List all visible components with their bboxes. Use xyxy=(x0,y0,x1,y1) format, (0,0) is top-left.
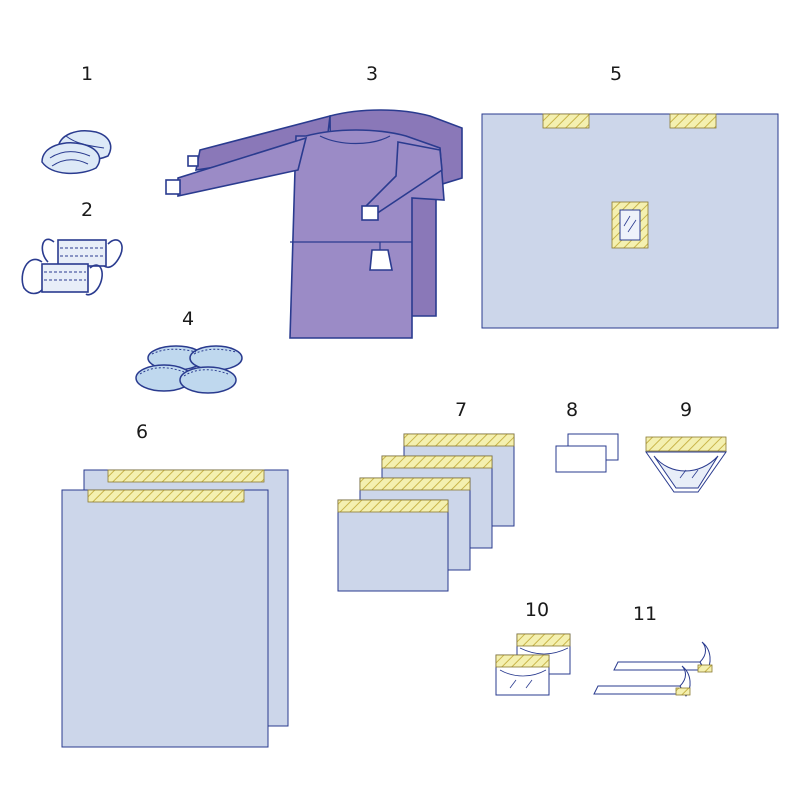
towel-icon xyxy=(555,433,619,473)
item-number-9: 9 xyxy=(680,399,692,421)
fluid-pouch-icon xyxy=(645,436,727,493)
item-number-4: 4 xyxy=(182,308,194,330)
adhesive-drape-stack-icon xyxy=(337,433,515,592)
item-number-5: 5 xyxy=(610,63,622,85)
fenestrated-drape-icon xyxy=(481,113,779,329)
face-mask-icon xyxy=(21,238,123,296)
item-number-2: 2 xyxy=(81,199,93,221)
surgical-gown-icon xyxy=(165,109,463,339)
item-number-11: 11 xyxy=(633,603,657,625)
large-drape-icon xyxy=(61,469,289,748)
shoe-cover-icon xyxy=(135,345,243,394)
instrument-pouch-icon xyxy=(495,633,571,696)
item-number-10: 10 xyxy=(525,599,549,621)
item-number-6: 6 xyxy=(136,421,148,443)
bouffant-cap-icon xyxy=(41,130,112,175)
item-number-7: 7 xyxy=(455,399,467,421)
item-number-8: 8 xyxy=(566,399,578,421)
item-number-3: 3 xyxy=(366,63,378,85)
adhesive-tape-icon xyxy=(593,641,713,697)
item-number-1: 1 xyxy=(81,63,93,85)
